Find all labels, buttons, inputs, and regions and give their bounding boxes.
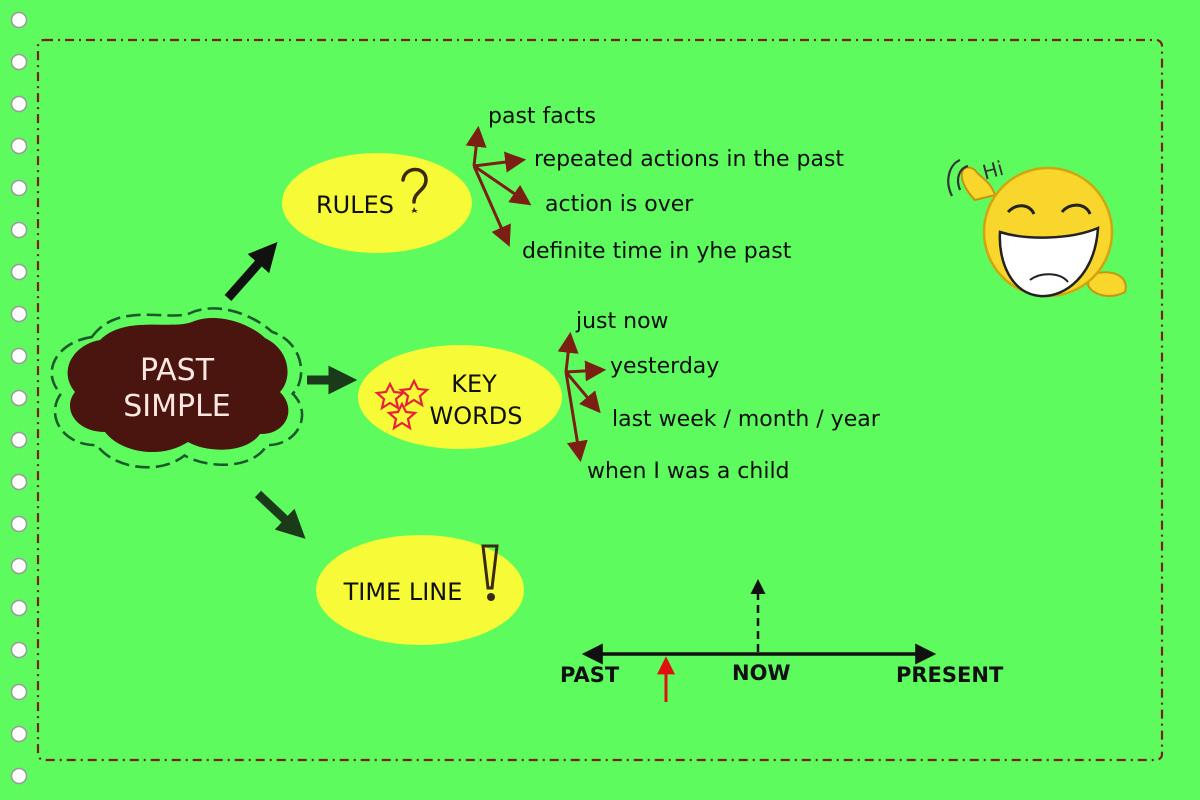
dashed-border [36, 38, 1164, 762]
timeline-diagram: PAST NOW PRESENT [560, 579, 1004, 702]
binder-hole [10, 599, 28, 617]
timeline-bubble [316, 535, 524, 645]
binder-hole [10, 557, 28, 575]
smiley-eye [1060, 203, 1092, 215]
keywords-branches [557, 331, 607, 463]
binder-holes [10, 11, 28, 785]
keywords-title-line2: WORDS [429, 402, 522, 430]
rules-item: definite time in yhe past [522, 239, 792, 264]
smiley-eye [1006, 204, 1036, 215]
binder-hole [10, 305, 28, 323]
center-wavy-outline [50, 307, 304, 469]
keywords-item: when I was a child [587, 459, 790, 484]
wave-lines [947, 158, 969, 197]
smiley-tongue-line [1029, 273, 1069, 283]
rules-node: RULES [282, 153, 472, 253]
keywords-branch-2 [565, 360, 607, 382]
binder-hole [10, 389, 28, 407]
binder-hole [10, 767, 28, 785]
binder-hole [10, 515, 28, 533]
binder-hole [10, 179, 28, 197]
rules-item: action is over [545, 192, 694, 217]
center-node: PAST SIMPLE [50, 307, 304, 469]
binder-hole [10, 263, 28, 281]
keywords-branch-3 [564, 371, 601, 414]
rules-branch-4 [472, 165, 511, 247]
timeline-node: TIME LINE [316, 535, 524, 645]
keywords-branch-4 [564, 371, 588, 463]
rules-branch-3 [473, 164, 532, 206]
center-title-line1: PAST [140, 353, 215, 388]
arrow-to-rules [224, 242, 278, 301]
binder-hole [10, 725, 28, 743]
keywords-branch-1 [557, 331, 579, 373]
keywords-item: just now [575, 309, 669, 334]
binder-hole [10, 137, 28, 155]
timeline-label-present: PRESENT [896, 663, 1004, 687]
binder-hole [10, 221, 28, 239]
rules-item: past facts [488, 104, 596, 129]
arrow-to-timeline [254, 490, 306, 539]
timeline-title: TIME LINE [343, 578, 463, 606]
keywords-node: KEY WORDS [358, 345, 562, 449]
binder-hole [10, 473, 28, 491]
binder-hole [10, 431, 28, 449]
rules-title: RULES [316, 191, 394, 219]
rules-branch-2 [473, 151, 527, 173]
smiley-hand [960, 166, 997, 202]
timeline-label-past: PAST [560, 663, 620, 687]
exclamation-icon [481, 544, 499, 601]
keywords-item: yesterday [610, 354, 719, 379]
rules-branch-1 [465, 125, 487, 167]
binder-hole [10, 53, 28, 71]
stars-icon [374, 378, 430, 431]
binder-hole [10, 11, 28, 29]
keywords-item: last week / month / year [612, 407, 881, 432]
binder-hole [10, 641, 28, 659]
smiley-hand [1086, 271, 1127, 297]
binder-hole [10, 683, 28, 701]
smiley-mouth [998, 226, 1100, 298]
timeline-label-now: NOW [732, 661, 791, 685]
rules-item: repeated actions in the past [534, 147, 844, 172]
question-mark-icon [401, 167, 428, 213]
center-blob [67, 317, 289, 453]
binder-hole [10, 347, 28, 365]
smiley-face: Hi [947, 156, 1127, 298]
center-title-line2: SIMPLE [123, 389, 231, 424]
binder-hole [10, 95, 28, 113]
rules-branches [465, 125, 532, 247]
keywords-title-line1: KEY [451, 370, 497, 398]
